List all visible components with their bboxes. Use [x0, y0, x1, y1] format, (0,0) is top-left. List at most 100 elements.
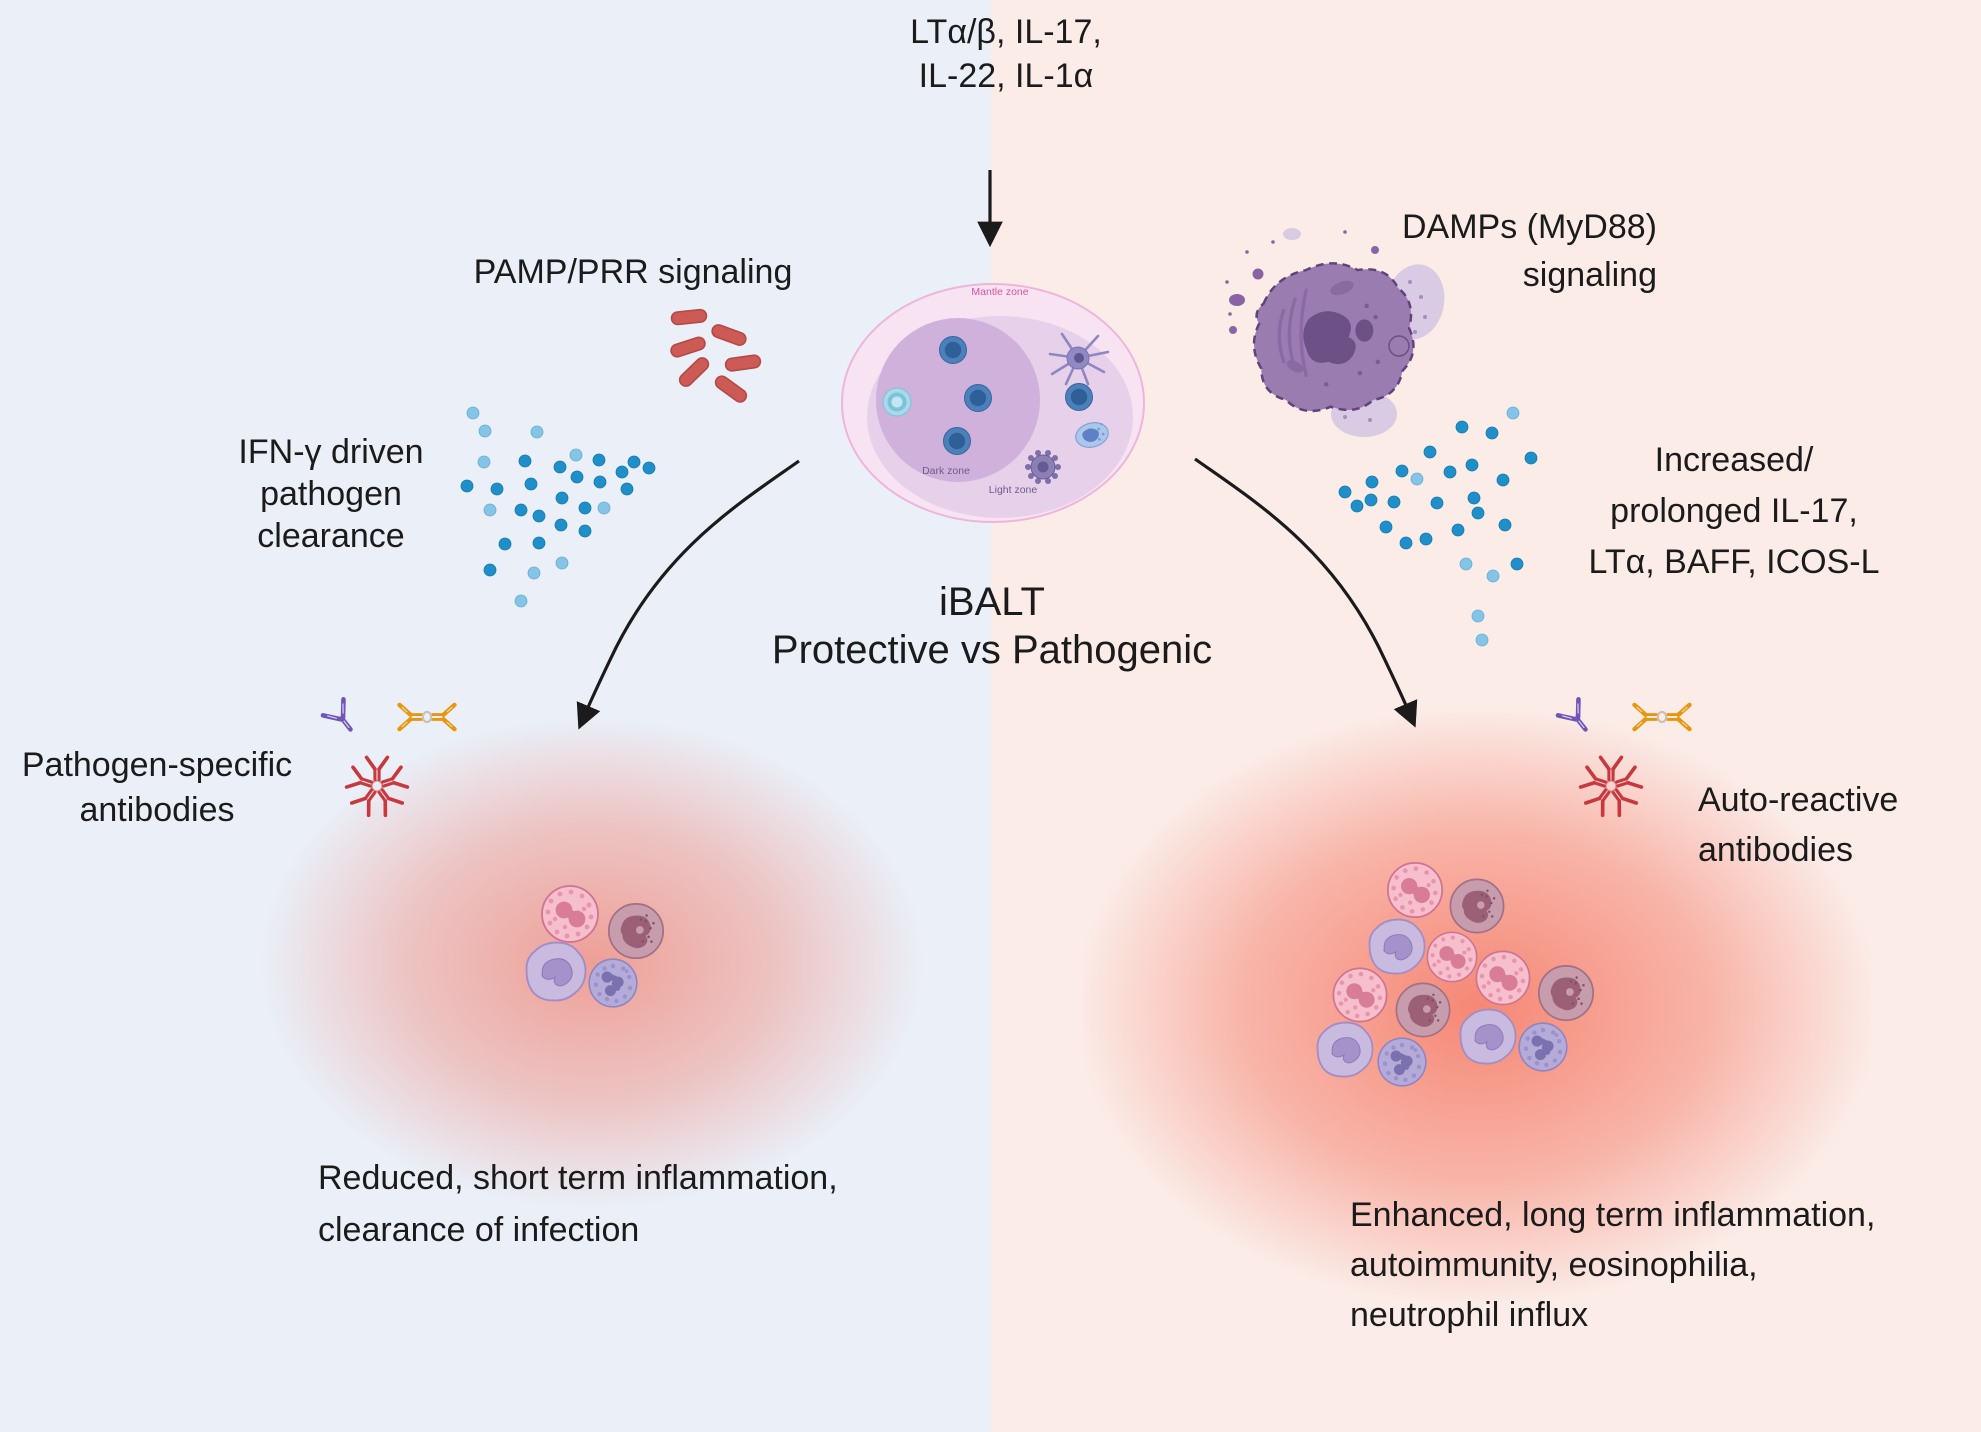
auto-reactive-antibodies-label: Auto-reactive antibodies	[1698, 775, 1898, 875]
cytokine-dot	[554, 518, 568, 532]
pathogen-specific-antibodies-label: Pathogen-specific antibodies	[22, 743, 292, 833]
damps-signaling-label-line2: signaling	[1522, 256, 1657, 294]
diagram-title: iBALT Protective vs Pathogenic	[772, 578, 1212, 674]
cytokine-dot	[1455, 420, 1469, 434]
pathogenic-cytokines-label: Increased/ prolonged IL-17, LTα, BAFF, I…	[1588, 435, 1879, 588]
cytokine-dot	[1419, 532, 1433, 546]
follicular-dendritic-cell-icon	[1025, 450, 1061, 484]
cytokine-dot	[1399, 536, 1413, 550]
mantle-zone-label: Mantle zone	[971, 286, 1028, 298]
cytokine-dot	[615, 465, 629, 479]
label-line: prolonged IL-17,	[1610, 492, 1858, 530]
cytokine-dot	[1496, 473, 1510, 487]
cytokine-dot	[1459, 557, 1473, 571]
cytokine-dot	[1486, 569, 1500, 583]
bacterium-icon	[670, 308, 708, 326]
cytokine-dot	[1475, 633, 1489, 647]
pamp-prr-signaling-label: PAMP/PRR signaling	[473, 253, 793, 291]
cytokine-dot	[532, 509, 546, 523]
lymph-cell-icon	[1368, 918, 1426, 975]
plasma-cell-icon	[1075, 422, 1109, 448]
cytokine-dot	[1395, 464, 1409, 478]
b-cell-icon	[939, 336, 967, 364]
pathogen-specific-antibodies-icons	[323, 699, 455, 818]
label-line: IFN-γ driven	[238, 433, 424, 471]
cytokine-dot	[514, 503, 528, 517]
label-line: Enhanced, long term inflammation,	[1350, 1196, 1876, 1234]
cytokine-dot	[532, 536, 546, 550]
cytokine-dot	[1465, 458, 1479, 472]
cytokine-dot	[593, 475, 607, 489]
mono-cell-icon	[1537, 964, 1595, 1022]
label-line: Increased/	[1654, 441, 1814, 479]
label-line: antibodies	[1698, 831, 1854, 869]
eos-cell-icon	[1426, 931, 1478, 983]
naive-b-cell-icon	[882, 387, 912, 417]
neut-cell-icon	[588, 958, 638, 1008]
label-line: Auto-reactive	[1698, 781, 1899, 819]
cytokine-dot	[477, 455, 491, 469]
protective-outcome-label: Reduced, short term inflammation, cleara…	[318, 1152, 838, 1256]
damps-signaling-label-line1: DAMPs (MyD88)	[1401, 208, 1657, 246]
cytokine-dot	[1471, 609, 1485, 623]
cytokine-dot	[642, 461, 656, 475]
cytokine-dot	[569, 448, 583, 462]
cytokine-dot	[1365, 475, 1379, 489]
bacterium-icon	[670, 336, 706, 358]
cytokine-dot	[555, 491, 569, 505]
b-cell-icon	[1065, 383, 1093, 411]
cytokine-dot	[597, 501, 611, 515]
light-zone-label: Light zone	[989, 484, 1038, 496]
neut-cell-icon	[1377, 1037, 1427, 1087]
immune-cell-cluster-left	[525, 885, 665, 1008]
label-line: clearance of infection	[318, 1211, 640, 1249]
cytokine-dot	[570, 470, 584, 484]
bacterium-icon	[714, 375, 748, 403]
cytokine-dot	[1467, 491, 1481, 505]
cytokine-dot	[1510, 557, 1524, 571]
cytokine-dot	[1485, 426, 1499, 440]
cytokine-dot	[530, 425, 544, 439]
iga-antibody-icon	[400, 705, 455, 729]
cytokine-dot	[1498, 518, 1512, 532]
cytokine-dot	[1423, 445, 1437, 459]
cytokine-dot	[1410, 472, 1424, 486]
cytokine-dot	[514, 594, 528, 608]
igg-antibody-icon	[1558, 699, 1596, 737]
inducing-cytokines-label: LTα/β, IL-17, IL-22, IL-1α	[910, 10, 1102, 98]
protective-pathway-arrow	[576, 459, 800, 730]
cytokine-dot	[1379, 520, 1393, 534]
cytokine-dot	[1338, 485, 1352, 499]
cytokine-dot	[620, 482, 634, 496]
title-line: Protective vs Pathogenic	[771, 628, 1213, 672]
cytokine-dot	[1471, 506, 1485, 520]
cytokine-dot	[1387, 495, 1401, 509]
cytokine-dots-left	[460, 406, 656, 608]
cytokine-dot	[483, 503, 497, 517]
auto-reactive-antibodies-icons	[1558, 699, 1690, 818]
label-line: IL-22, IL-1α	[918, 57, 1094, 95]
cytokine-dot	[466, 406, 480, 420]
cytokine-dot	[578, 501, 592, 515]
label-line: neutrophil influx	[1350, 1296, 1589, 1334]
label-line: antibodies	[79, 791, 235, 829]
ibalt-follicle-illustration: Mantle zone Dark zone Light zone	[841, 283, 1145, 523]
cytokine-dot	[627, 455, 641, 469]
cytokine-dot	[553, 460, 567, 474]
lymph-cell-icon	[1316, 1021, 1374, 1078]
igm-antibody-icon	[344, 755, 410, 818]
pathogenic-pathway-arrow	[1194, 457, 1418, 728]
mono-cell-icon	[1395, 982, 1451, 1038]
cytokine-dot	[478, 424, 492, 438]
necrotic-cell-icon	[1225, 228, 1445, 437]
pathogenic-outcome-label: Enhanced, long term inflammation, autoim…	[1350, 1190, 1875, 1340]
eos-cell-icon	[1386, 861, 1444, 919]
dendritic-cell-icon	[1048, 332, 1110, 386]
cytokine-dot	[518, 454, 532, 468]
dark-zone-region	[876, 318, 1040, 482]
eos-cell-icon	[1475, 950, 1531, 1006]
ifn-gamma-clearance-label: IFN-γ driven pathogen clearance	[238, 431, 423, 557]
eos-cell-icon	[541, 885, 599, 943]
